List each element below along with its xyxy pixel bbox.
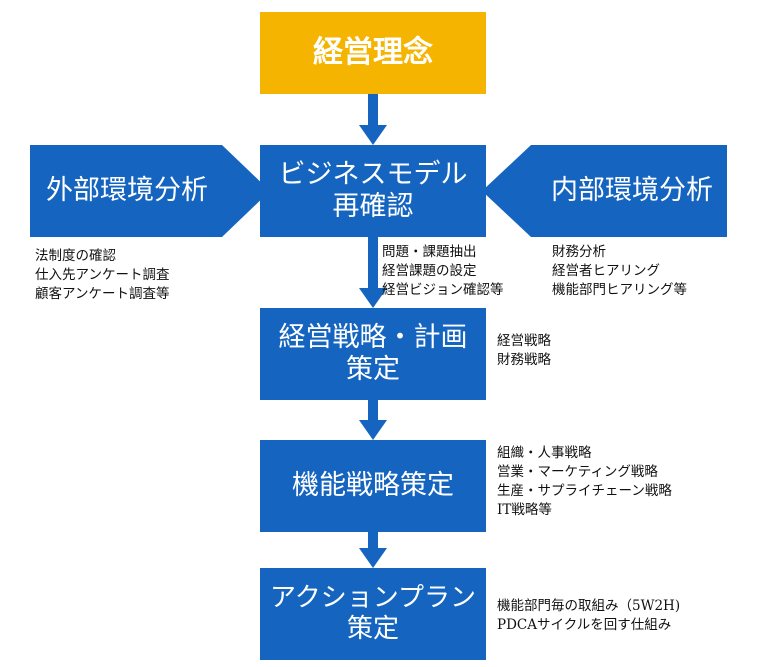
note-item: 財務戦略 <box>497 352 551 368</box>
action-plan-label: アクションプラン策定 <box>270 582 476 644</box>
note-item: 顧客アンケート調査等 <box>35 286 170 302</box>
note-item: 経営課題の設定 <box>382 263 477 279</box>
philosophy-label: 経営理念 <box>313 35 433 70</box>
strategy-plan-line-1: 経営戦略・計画 <box>278 321 468 353</box>
philosophy-box: 経営理念 <box>260 12 486 94</box>
functional-strategy-box: 機能戦略策定 <box>260 440 486 532</box>
note-item: 組織・人事戦略 <box>497 445 592 461</box>
note-item: PDCAサイクルを回す仕組み <box>497 617 672 633</box>
issue-notes: 問題・課題抽出 経営課題の設定 経営ビジョン確認等 <box>382 243 504 300</box>
arrow-strategy-to-functional <box>359 400 387 440</box>
note-item: 経営戦略 <box>497 333 551 349</box>
note-item: 機能部門毎の取組み（5W2H) <box>497 598 681 614</box>
business-model-line-1: ビジネスモデル <box>278 158 468 190</box>
note-item: 経営ビジョン確認等 <box>382 282 504 298</box>
arrow-bm-to-strategy <box>359 237 387 308</box>
functional-notes: 組織・人事戦略 営業・マーケティング戦略 生産・サプライチェーン戦略 IT戦略等 <box>497 444 672 520</box>
arrow-philosophy-to-bm <box>359 94 387 145</box>
note-item: 法制度の確認 <box>35 248 116 264</box>
internal-analysis-box: 内部環境分析 <box>482 145 727 237</box>
external-notes: 法制度の確認 仕入先アンケート調査 顧客アンケート調査等 <box>35 247 169 304</box>
external-analysis-label: 外部環境分析 <box>46 174 208 206</box>
note-item: 営業・マーケティング戦略 <box>497 464 658 480</box>
note-item: 経営者ヒアリング <box>552 263 660 279</box>
external-analysis-box: 外部環境分析 <box>30 145 270 237</box>
note-item: 財務分析 <box>552 244 606 260</box>
note-item: 仕入先アンケート調査 <box>35 267 170 283</box>
business-model-box: ビジネスモデル 再確認 <box>260 145 486 237</box>
action-notes: 機能部門毎の取組み（5W2H) PDCAサイクルを回す仕組み <box>497 597 680 635</box>
internal-analysis-label: 内部環境分析 <box>551 174 713 206</box>
note-item: 生産・サプライチェーン戦略 <box>497 483 672 499</box>
note-item: IT戦略等 <box>497 502 552 518</box>
internal-notes: 財務分析 経営者ヒアリング 機能部門ヒアリング等 <box>552 243 687 300</box>
strategy-notes: 経営戦略 財務戦略 <box>497 332 551 370</box>
note-item: 機能部門ヒアリング等 <box>552 282 687 298</box>
functional-strategy-label: 機能戦略策定 <box>292 469 454 501</box>
arrow-functional-to-action <box>359 532 387 568</box>
action-plan-box: アクションプラン策定 <box>260 568 486 660</box>
note-item: 問題・課題抽出 <box>382 244 477 260</box>
strategy-plan-line-2: 策定 <box>346 354 400 385</box>
strategy-plan-box: 経営戦略・計画 策定 <box>260 308 486 400</box>
business-model-line-2: 再確認 <box>332 191 414 222</box>
